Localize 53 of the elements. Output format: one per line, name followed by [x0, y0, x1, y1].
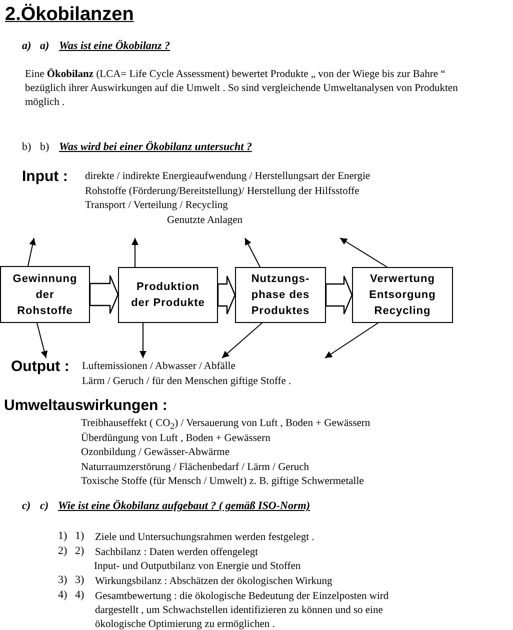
list-marker: 4)	[58, 589, 68, 601]
list-line: Transport / Verteilung / Recycling	[85, 199, 228, 213]
list-marker: 3)	[75, 574, 84, 586]
arrow	[222, 322, 262, 358]
output-heading: Output :	[11, 358, 70, 375]
list-text: Wirkungsbilanz : Abschätzen der ökologischen Wirkung	[95, 575, 332, 589]
question-heading: Was ist eine Ökobilanz ?	[59, 40, 170, 52]
block-arrow	[217, 275, 236, 315]
list-marker: 1)	[58, 530, 68, 542]
section-heading: Umweltauswirkungen :	[4, 397, 168, 414]
list-line: Genutzte Anlagen	[167, 214, 243, 228]
list-text: Input- und Outputbilanz von Energie und Stoffen	[94, 560, 301, 574]
block-arrow	[89, 274, 119, 314]
input-heading: Input :	[22, 168, 68, 185]
process-box: Produktion der Produkte	[118, 267, 218, 323]
list-line: Treibhauseffekt ( CO$_{2}$) / Versauerung von Luft , Boden + Gewässern	[81, 417, 370, 432]
process-box: Nutzungs- phase des Produktes	[235, 267, 326, 323]
question-heading: Wie ist eine Ökobilanz aufgebaut ? ( gemäß ISO-Norm)	[58, 500, 310, 512]
list-marker: b)	[22, 141, 32, 153]
list-line: Überdüngung von Luft , Boden + Gewässern	[81, 432, 270, 446]
process-box: Gewinnung der Rohstoffe	[0, 266, 90, 323]
paragraph: Eine Ökobilanz (LCA= Life Cycle Assessment) bewertet Produkte „ von der Wiege bis zur Bahre “ bezüglich ihrer Auswirkungen auf die Umwelt . So sind vergleichende Umweltanalysen von Produkten möglich .	[25, 68, 459, 110]
arrow	[340, 238, 388, 268]
list-marker: a)	[40, 40, 50, 52]
arrow	[244, 238, 260, 268]
list-marker: c)	[40, 500, 49, 512]
list-line: direkte / indirekte Energieaufwendung / Herstellungsart der Energie	[85, 170, 370, 184]
block-arrow	[325, 275, 353, 315]
list-line: Toxische Stoffe (für Mensch / Umwelt) z. B. giftige Schwermetalle	[81, 475, 364, 489]
page-title: 2.Ökobilanzen	[5, 4, 134, 26]
list-text: Gesamtbewertung : die ökologische Bedeutung der Einzelposten wird dargestellt , um Schwachstellen identifizieren zu können und so eine ökologische Optimierung zu ermöglichen .	[95, 590, 390, 630]
list-marker: c)	[22, 500, 31, 512]
list-marker: a)	[22, 40, 32, 52]
arrow	[140, 322, 146, 358]
list-marker: 1)	[75, 530, 84, 542]
list-marker: 4)	[75, 589, 84, 601]
list-marker: 3)	[58, 574, 68, 586]
arrow	[324, 322, 378, 358]
process-box: Verwertung Entsorgung Recycling	[352, 267, 453, 323]
list-line: Rohstoffe (Förderung/Bereitstellung)/ Herstellung der Hilfsstoffe	[85, 184, 360, 198]
list-line: Naturraumzerstörung / Flächenbedarf / Lärm / Geruch	[81, 461, 309, 475]
arrow	[132, 238, 138, 268]
list-line: Luftemissionen / Abwasser / Abfälle	[82, 360, 236, 374]
question-heading: Was wird bei einer Ökobilanz untersucht ?	[59, 141, 252, 153]
arrow	[28, 238, 36, 266]
list-text: Sachbilanz : Daten werden offengelegt	[95, 546, 258, 560]
list-marker: b)	[40, 141, 50, 153]
list-line: Ozonbildung / Gewässer-Abwärme	[81, 446, 230, 460]
list-marker: 2)	[58, 545, 68, 557]
arrow	[36, 322, 48, 358]
list-line: Lärm / Geruch / für den Menschen giftige Stoffe .	[82, 374, 292, 388]
list-marker: 2)	[75, 545, 84, 557]
list-text: Ziele und Untersuchungsrahmen werden festgelegt .	[95, 531, 314, 545]
